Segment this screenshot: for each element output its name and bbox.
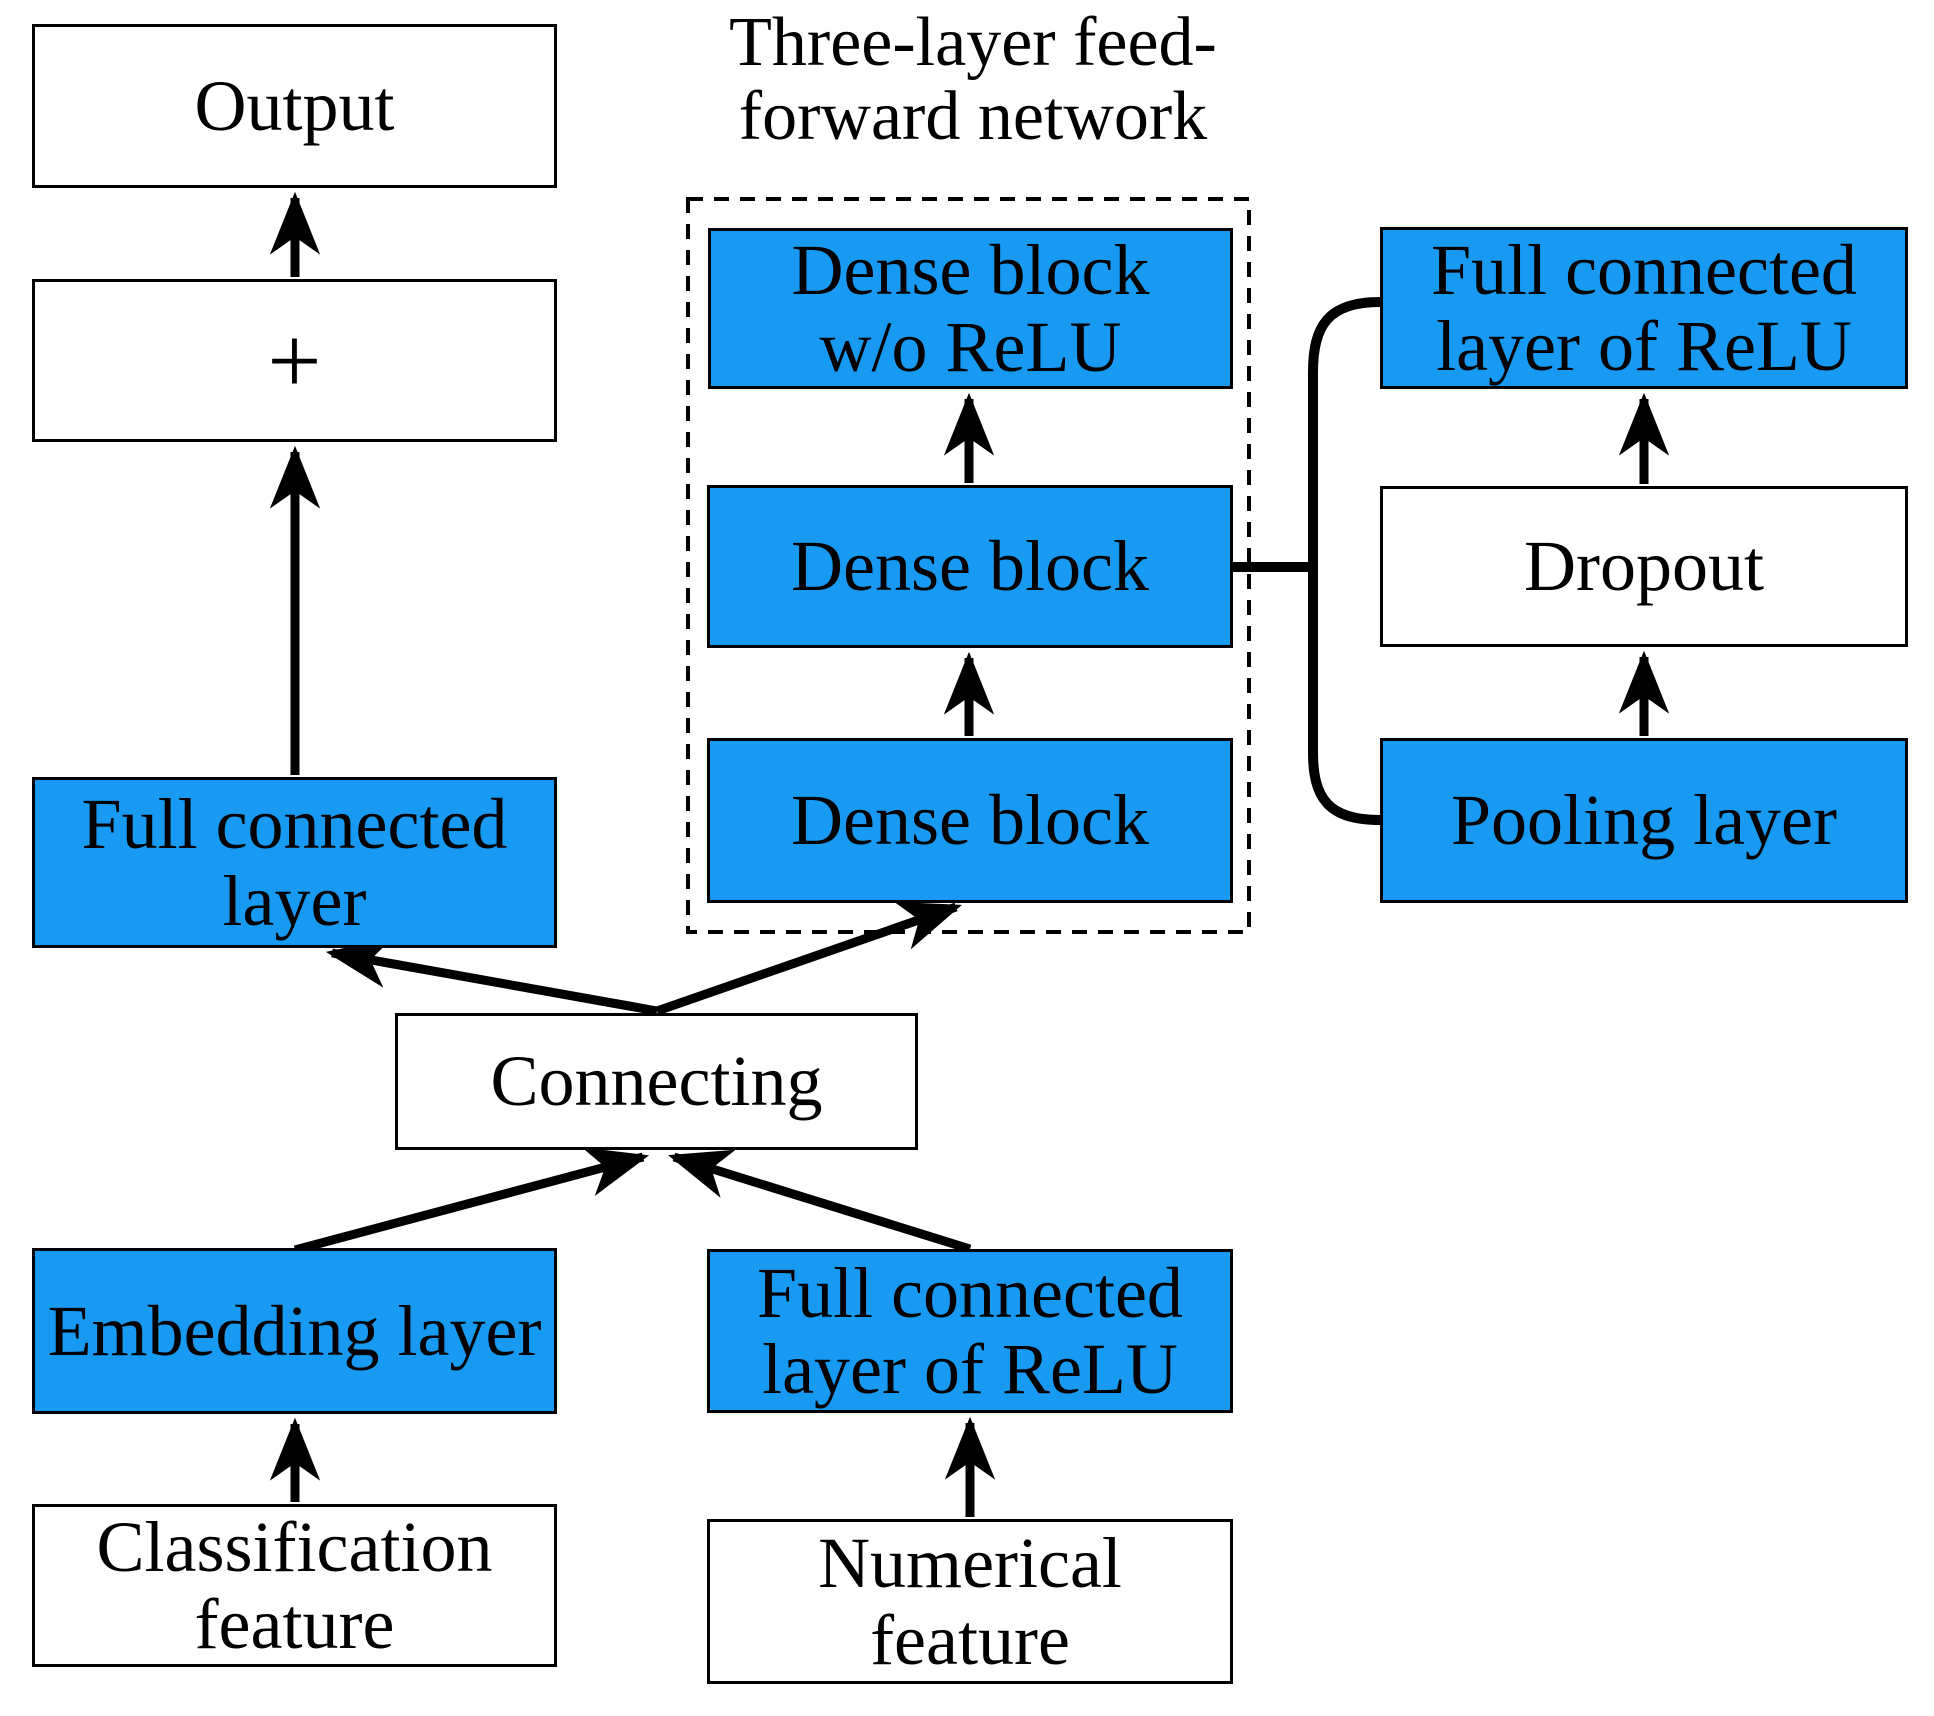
- arrow-embedding-to-connecting: [293, 1147, 650, 1255]
- node-full-connected-layer-of-relu-right-label: Full connected layer of ReLU: [1431, 229, 1857, 386]
- diagram-title: Three-layer feed- forward network: [729, 4, 1217, 156]
- node-output: Output: [32, 24, 557, 188]
- node-dropout-label: Dropout: [1524, 526, 1764, 607]
- node-pooling-layer-label: Pooling layer: [1451, 780, 1837, 861]
- node-full-connected-layer-label: Full connected layer: [81, 784, 508, 941]
- node-dense-block-bottom-label: Dense block: [791, 780, 1149, 861]
- node-classification-feature-label: Classification feature: [96, 1507, 493, 1664]
- node-pooling-layer: Pooling layer: [1380, 738, 1908, 903]
- node-full-connected-layer-of-relu-bottom: Full connected layer of ReLU: [707, 1249, 1233, 1413]
- node-numerical-feature-label: Numerical feature: [818, 1523, 1122, 1680]
- node-dense-block-middle: Dense block: [707, 485, 1233, 648]
- node-output-label: Output: [194, 65, 395, 146]
- arrow-fcrelu-to-connecting: [667, 1149, 972, 1254]
- node-numerical-feature: Numerical feature: [707, 1519, 1233, 1684]
- node-full-connected-layer: Full connected layer: [32, 777, 557, 948]
- node-classification-feature: Classification feature: [32, 1504, 557, 1667]
- node-dense-block-middle-label: Dense block: [791, 526, 1149, 607]
- node-connecting: Connecting: [395, 1013, 918, 1150]
- node-dense-block-bottom: Dense block: [707, 738, 1233, 903]
- node-embedding-layer: Embedding layer: [32, 1248, 557, 1414]
- node-connecting-label: Connecting: [490, 1041, 823, 1122]
- arrow-connecting-to-densebottom: [655, 901, 962, 1016]
- node-full-connected-layer-of-relu-right: Full connected layer of ReLU: [1380, 227, 1908, 389]
- node-dropout: Dropout: [1380, 486, 1908, 647]
- bracket-curve-line: [1308, 297, 1385, 825]
- feed-forward-group-frame: [686, 197, 1251, 934]
- node-dense-block-wo-relu-label: Dense block w/o ReLU: [791, 230, 1150, 387]
- node-full-connected-layer-of-relu-bottom-label: Full connected layer of ReLU: [757, 1252, 1183, 1409]
- node-plus-label: +: [267, 306, 322, 414]
- node-dense-block-wo-relu: Dense block w/o ReLU: [708, 228, 1233, 389]
- node-plus: +: [32, 279, 557, 442]
- arrow-connecting-to-fclayer: [325, 938, 658, 1016]
- node-embedding-layer-label: Embedding layer: [47, 1290, 542, 1371]
